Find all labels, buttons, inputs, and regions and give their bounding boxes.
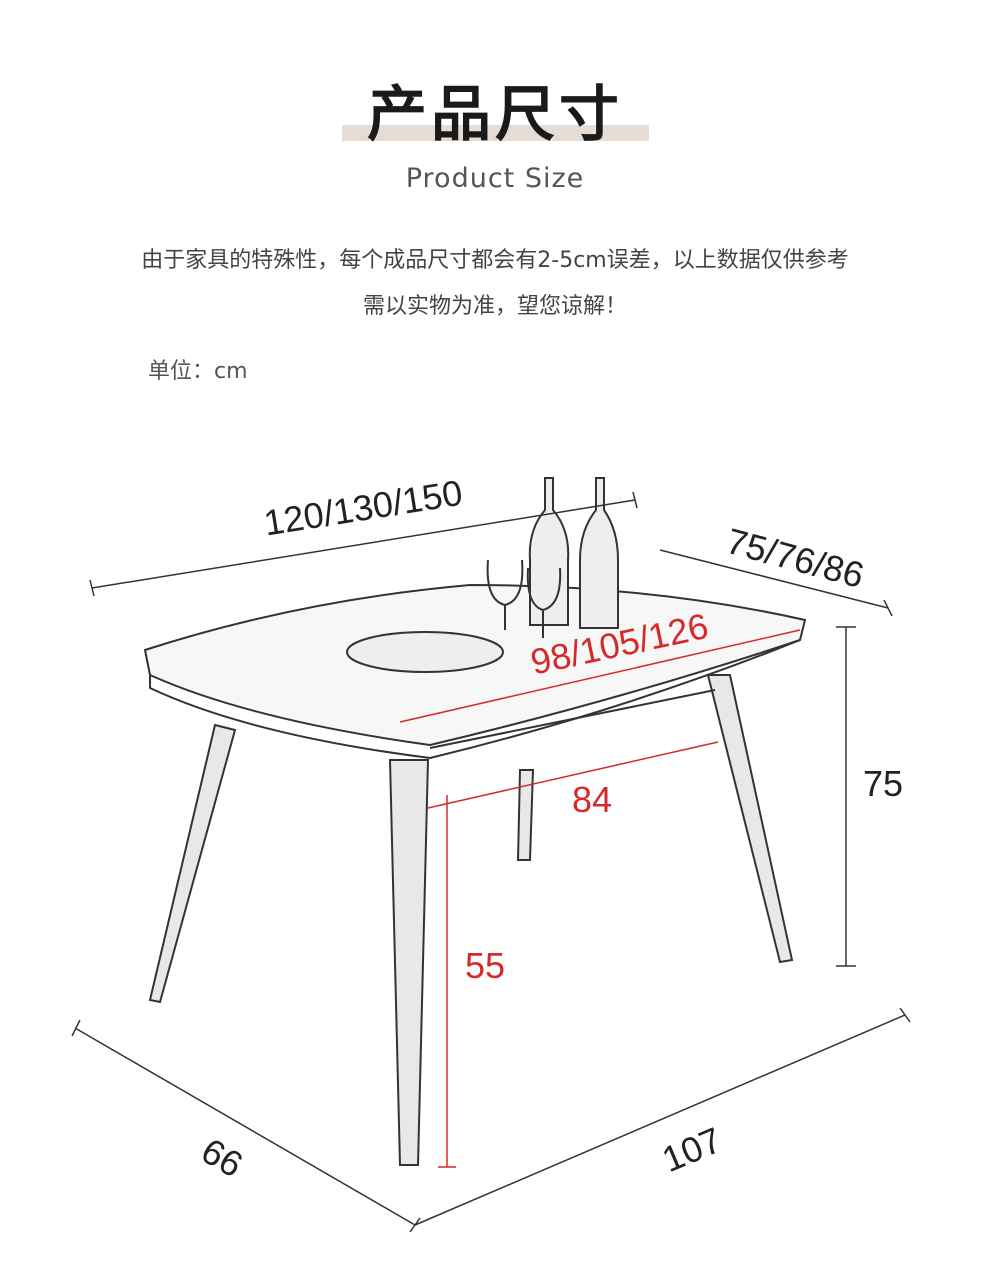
table-sketch xyxy=(143,477,807,1166)
black-dimension-lines xyxy=(71,491,911,1233)
notice-line-1: 由于家具的特殊性，每个成品尺寸都会有2-5cm误差，以上数据仅供参考 xyxy=(141,248,849,273)
base-length-label: 107 xyxy=(656,1119,727,1180)
title-underline-bar xyxy=(342,125,649,141)
notice-line-2: 需以实物为准，望您谅解！ xyxy=(362,294,627,319)
leg-clearance-label: 55 xyxy=(465,945,505,986)
page-title: 产品尺寸 xyxy=(367,80,623,150)
red-dimension-lines xyxy=(399,629,801,1168)
base-depth-label: 66 xyxy=(195,1130,250,1186)
page-subtitle: Product Size xyxy=(405,163,585,194)
height-label: 75 xyxy=(863,763,903,804)
unit-label: 单位：cm xyxy=(148,359,248,384)
leg-span-label: 84 xyxy=(572,779,612,820)
